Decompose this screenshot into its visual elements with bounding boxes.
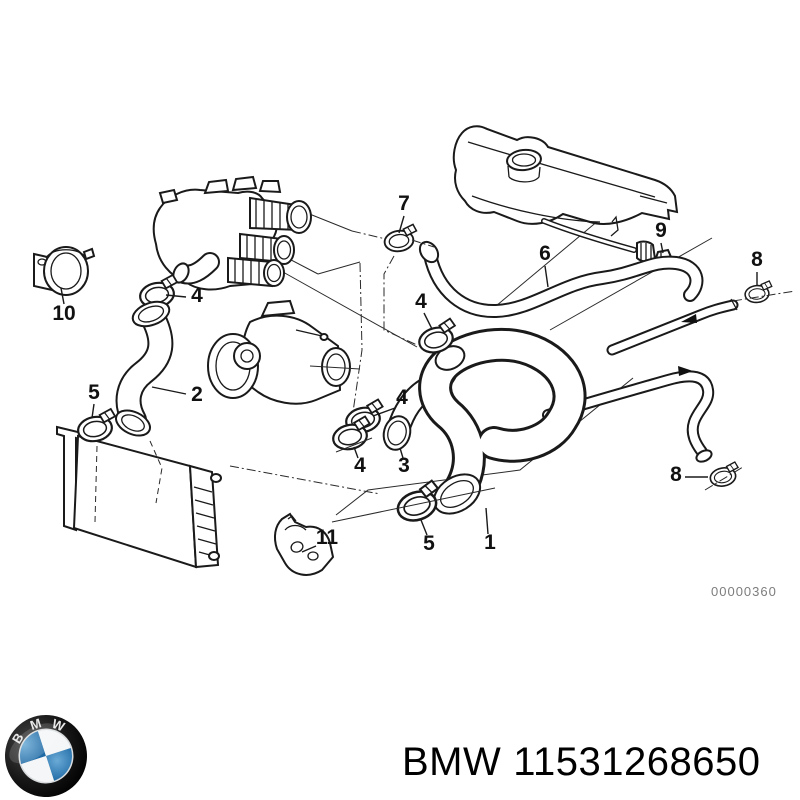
heater-return-pipe (606, 298, 739, 356)
callout-leader-line (423, 312, 433, 330)
svg-text:M: M (28, 715, 43, 733)
callout-leader-line (91, 403, 95, 419)
part-callout-1: 1 (484, 531, 496, 554)
bracket-11 (273, 512, 335, 576)
hose-clamp-8 (707, 460, 742, 489)
part-number: 11531268650 (513, 740, 761, 784)
callout-leader-line (353, 446, 359, 459)
callout-leader-line (60, 287, 65, 305)
callout-leader-line (485, 507, 489, 535)
part-callout-10: 10 (52, 302, 75, 325)
callout-leader-line (372, 407, 396, 417)
water-pump (207, 299, 351, 405)
callout-leader-line (301, 545, 317, 553)
part-callout-8: 8 (670, 463, 682, 486)
callout-leader-line (151, 386, 187, 395)
part-callout-4: 4 (396, 386, 408, 409)
roundel-quadrants (20, 730, 73, 782)
radiator (56, 425, 222, 569)
expansion-tank (452, 125, 679, 237)
water-hose-2 (115, 300, 174, 437)
callout-leader-line (420, 519, 428, 536)
callout-leader-line (660, 242, 664, 254)
hose-holder-10 (33, 246, 96, 296)
callout-leader-line (398, 215, 405, 234)
part-callout-5: 5 (88, 381, 100, 404)
image-code: 00000360 (711, 584, 777, 599)
callout-leader-line (544, 265, 549, 288)
flow-arrow-icon (681, 314, 697, 323)
water-hose-lower-right (542, 366, 715, 463)
callout-leader-line (165, 294, 187, 298)
part-callout-4: 4 (191, 284, 203, 307)
center-lines (94, 239, 796, 523)
part-callout-4: 4 (415, 290, 427, 313)
hose-clamp-8 (743, 280, 774, 305)
part-callouts: 7 4 10 2 5 4 6 9 8 4 4 3 5 1 8 11 (52, 192, 763, 555)
part-callout-4: 4 (354, 454, 366, 477)
part-callout-2: 2 (191, 383, 203, 406)
bmw-logo: B M W (5, 715, 87, 797)
part-callout-9: 9 (655, 219, 667, 242)
flow-arrow-icon (678, 366, 693, 376)
part-callout-6: 6 (539, 242, 551, 265)
brand-name: BMW (402, 740, 502, 784)
part-callout-5: 5 (423, 532, 435, 555)
vent-hose-and-fitting (541, 218, 673, 265)
callout-leader-line (399, 447, 404, 459)
roundel-gloss (9, 723, 58, 764)
part-callout-8: 8 (751, 248, 763, 271)
hose-clamp-5 (74, 407, 120, 445)
part-callout-7: 7 (398, 192, 410, 215)
thermostat-housing (152, 175, 312, 291)
cooling-hoses-parts-diagram: 7 4 10 2 5 4 6 9 8 4 4 3 5 1 8 11 (33, 125, 796, 576)
part-callout-3: 3 (398, 454, 410, 477)
water-hose-1 (418, 327, 587, 515)
part-callout-11: 11 (316, 526, 339, 549)
